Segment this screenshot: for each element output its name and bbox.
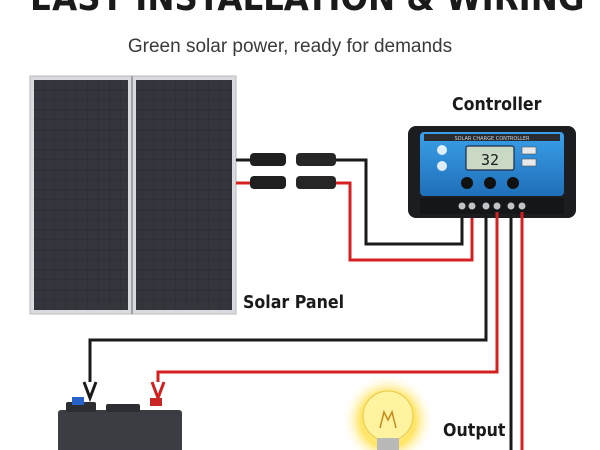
wire-panel-positive xyxy=(336,181,474,262)
controller-lcd xyxy=(465,145,515,171)
controller-lcd-value: 32 xyxy=(481,151,499,169)
battery-terminal-negative xyxy=(72,397,84,405)
mc4-connector-neg-b xyxy=(296,153,336,166)
clamp-negative xyxy=(82,381,98,403)
battery xyxy=(58,397,182,450)
solar-panel-group xyxy=(29,75,237,315)
battery-terminal-positive xyxy=(150,398,162,406)
controller-icon-sun xyxy=(437,145,447,155)
mc4-connector-pos-a xyxy=(250,176,286,189)
clamp-positive xyxy=(150,381,166,403)
wire-battery-negative xyxy=(88,212,488,382)
mc4-connector-pos-b xyxy=(296,176,336,189)
controller-terminals xyxy=(458,202,526,210)
controller-icon-battery xyxy=(437,161,447,171)
subheadline: Green solar power, ready for demands xyxy=(127,36,453,57)
controller-header-text: SOLAR CHARGE CONTROLLER xyxy=(454,136,530,142)
label-output: Output xyxy=(443,420,506,441)
charge-controller: SOLAR CHARGE CONTROLLER 32 xyxy=(408,126,576,218)
controller-button-2 xyxy=(484,177,496,189)
usb-port-2 xyxy=(521,158,537,167)
headline-title: EASY INSTALLATION & WIRING xyxy=(30,0,584,19)
light-bulb xyxy=(342,374,434,450)
output-wires xyxy=(509,212,524,450)
label-controller: Controller xyxy=(452,94,542,115)
mc4-connector-neg-a xyxy=(250,153,286,166)
controller-button-1 xyxy=(461,177,473,189)
wire-battery-positive xyxy=(156,212,499,382)
wire-panel-negative xyxy=(336,158,464,246)
battery-wires xyxy=(82,212,499,403)
usb-port-1 xyxy=(521,146,537,155)
label-solar-panel: Solar Panel xyxy=(243,292,345,313)
panel-connectors xyxy=(236,153,474,262)
controller-button-3 xyxy=(507,177,519,189)
